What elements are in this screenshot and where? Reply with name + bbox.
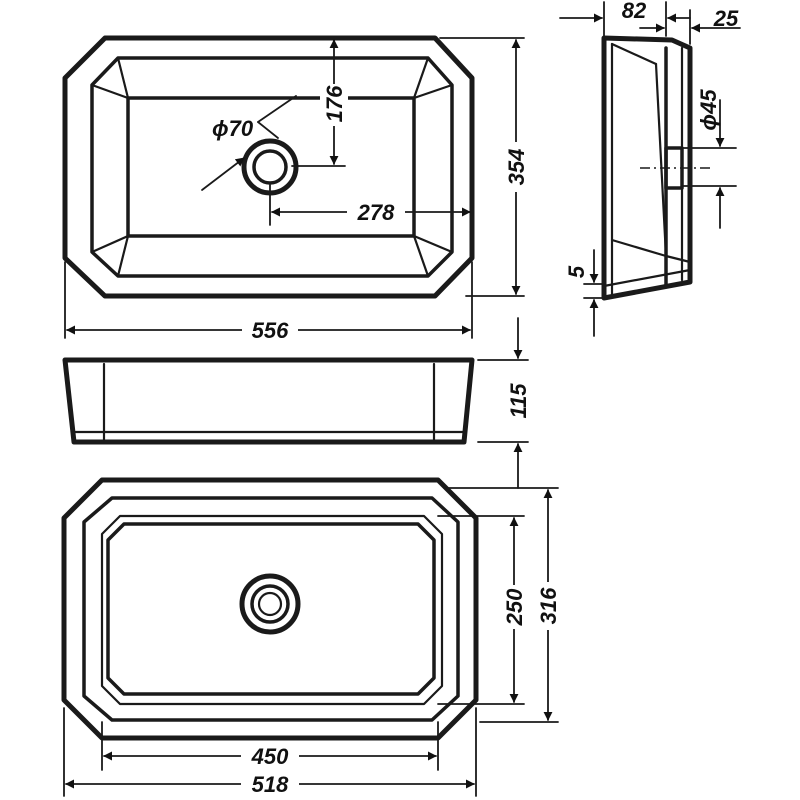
top-view-basin — [126, 96, 416, 238]
dim-label-278: 278 — [357, 200, 395, 225]
bottom-drain-outer — [239, 573, 301, 635]
side-view-outline — [601, 35, 693, 301]
dim-label-5: 5 — [564, 265, 589, 278]
dim-label-side-hole: ϕ45 — [696, 89, 721, 131]
dim-label-115: 115 — [506, 383, 531, 419]
top-view: 278 176 ϕ70 354 556 — [62, 35, 530, 343]
bottom-drain-inner — [257, 591, 283, 617]
dim-label-250: 250 — [502, 588, 527, 626]
top-view-rim — [90, 56, 454, 278]
bottom-view-basin-inner — [106, 522, 436, 696]
dim-label-354: 354 — [504, 149, 529, 186]
bottom-view: 250 316 450 518 — [61, 477, 562, 797]
bottom-drain-middle — [250, 584, 290, 624]
bottom-view-basin-outer — [100, 514, 444, 706]
dim-label-450: 450 — [251, 744, 289, 769]
top-drain-inner — [252, 149, 288, 185]
dim-label-518: 518 — [252, 772, 289, 797]
top-view-outline — [62, 35, 475, 299]
dim-label-316: 316 — [536, 587, 561, 624]
side-view: 82 25 ϕ45 5 — [559, 0, 741, 337]
dim-label-82: 82 — [622, 0, 647, 23]
front-view: 115 — [62, 317, 531, 489]
dim-label-drain-diameter: ϕ70 — [212, 116, 254, 141]
dim-label-556: 556 — [252, 318, 289, 343]
dim-label-25: 25 — [713, 6, 739, 31]
bottom-view-outline — [61, 477, 479, 741]
front-view-outline — [62, 357, 475, 445]
bottom-view-inner-rim — [82, 496, 460, 722]
dim-label-176: 176 — [322, 85, 347, 122]
